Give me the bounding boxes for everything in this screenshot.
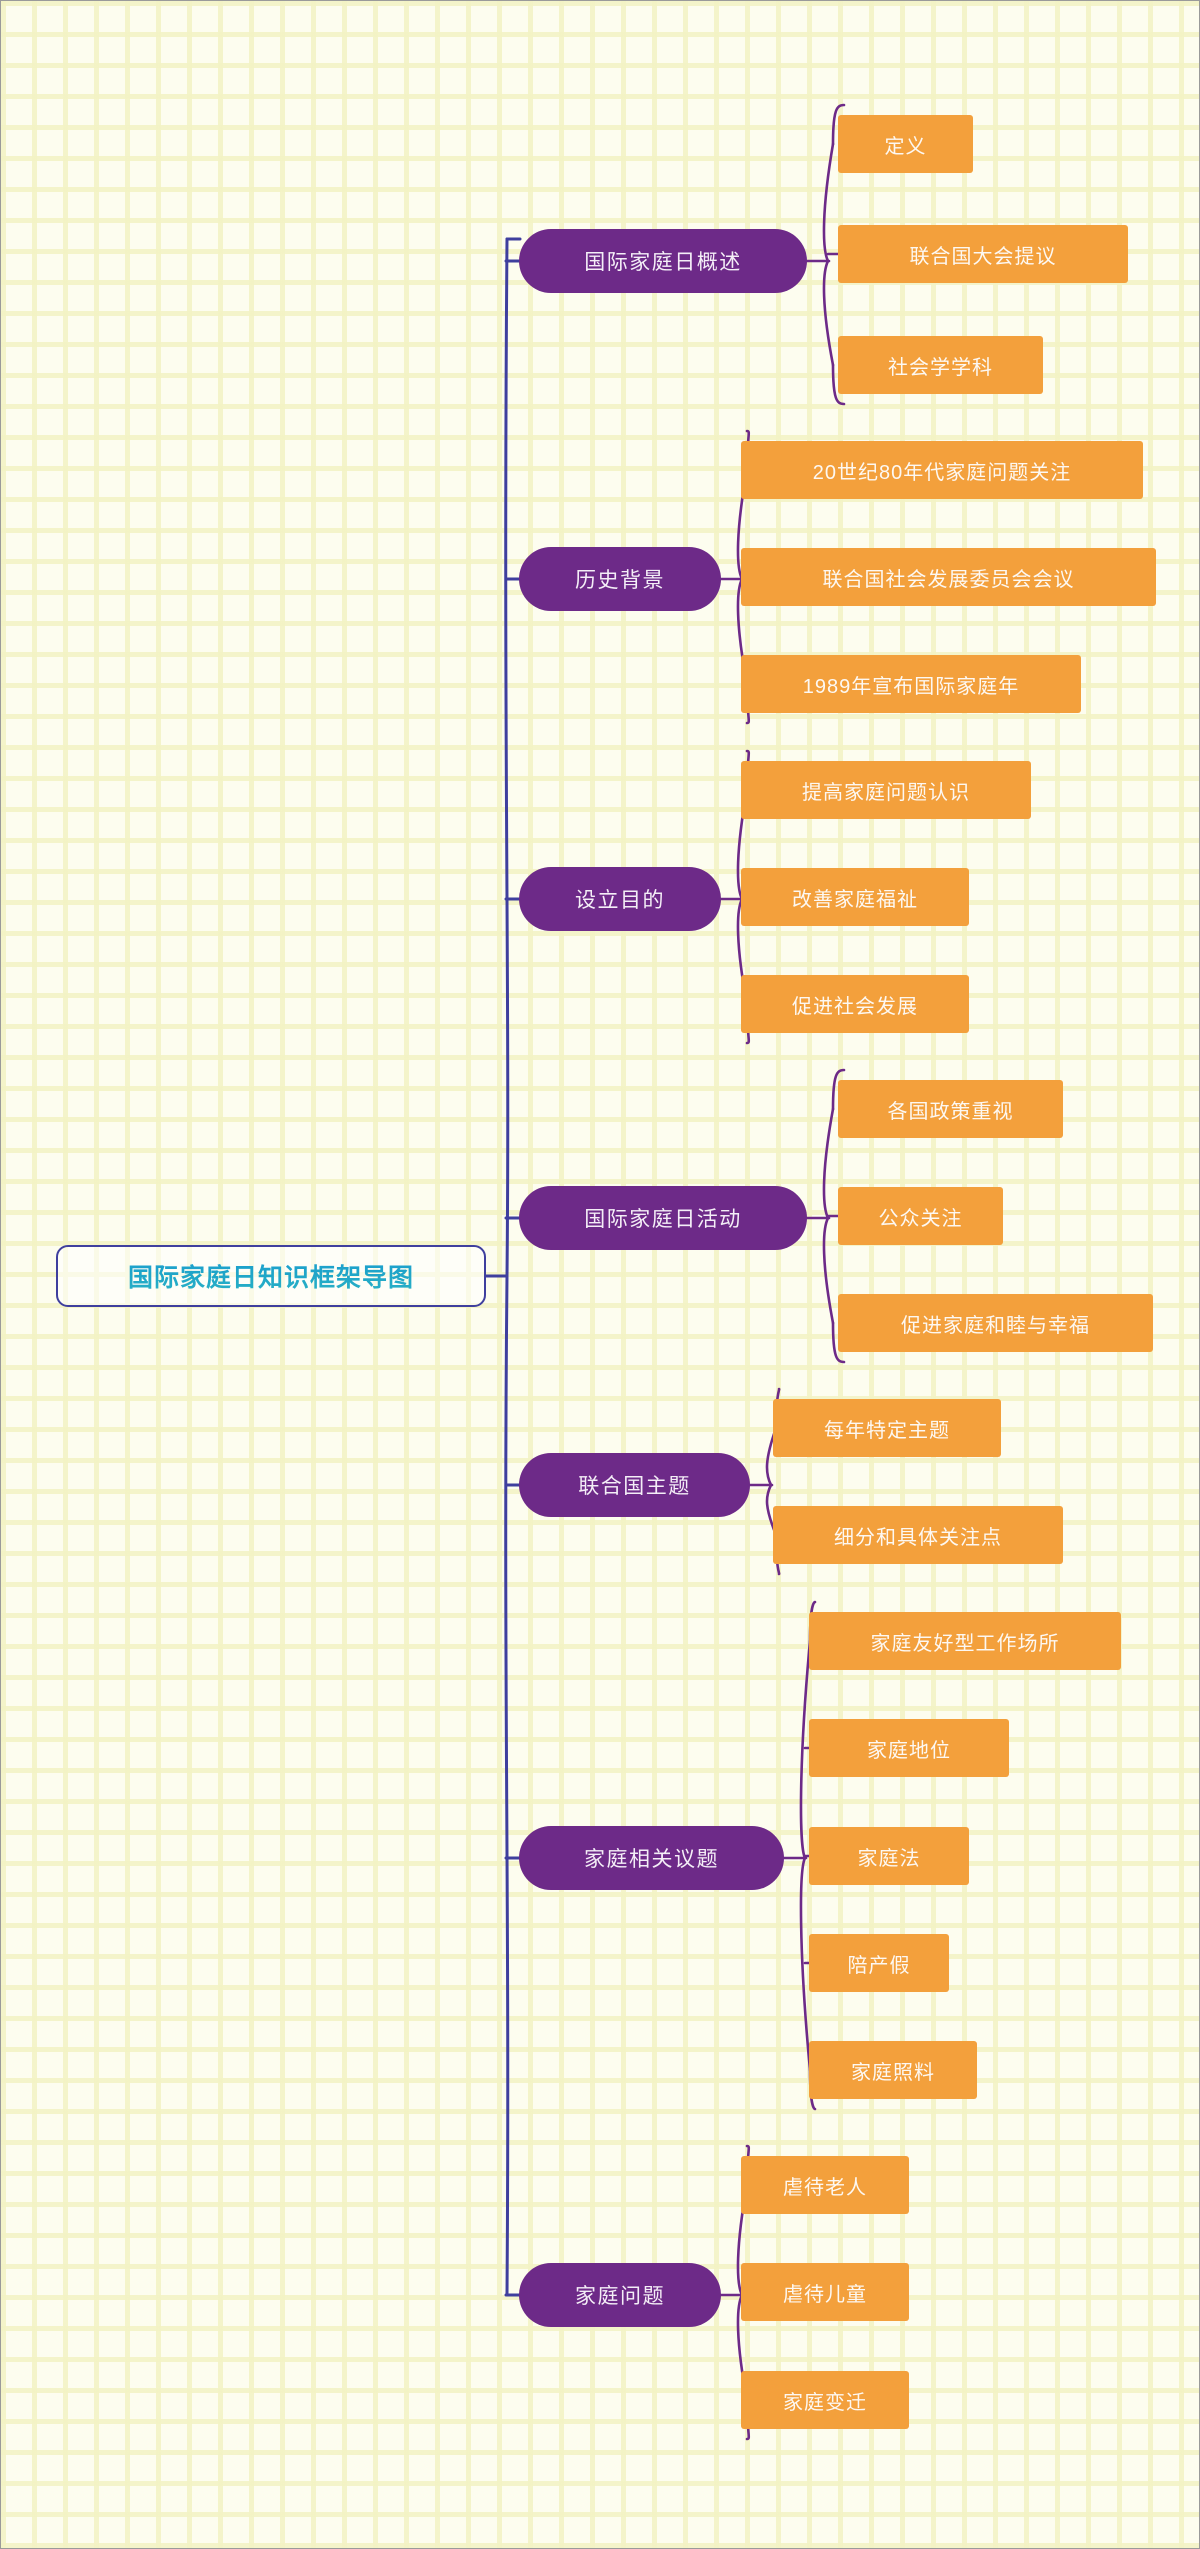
- leaf-label: 联合国大会提议: [909, 245, 1057, 268]
- root-label: 国际家庭日知识框架导图: [128, 1258, 414, 1294]
- leaf-node[interactable]: 联合国社会发展委员会会议: [741, 548, 1156, 606]
- leaf-node[interactable]: 1989年宣布国际家庭年: [741, 655, 1081, 713]
- leaf-node[interactable]: 社会学学科: [838, 336, 1043, 394]
- leaf-node[interactable]: 促进家庭和睦与幸福: [838, 1294, 1153, 1352]
- leaf-label: 提高家庭问题认识: [802, 781, 970, 804]
- branch-label: 家庭相关议题: [584, 1848, 719, 1871]
- branch-node[interactable]: 家庭问题: [519, 2263, 721, 2327]
- branch-label: 国际家庭日活动: [584, 1208, 742, 1231]
- branch-node[interactable]: 家庭相关议题: [519, 1826, 784, 1890]
- branch-node[interactable]: 联合国主题: [519, 1453, 750, 1517]
- leaf-node[interactable]: 各国政策重视: [838, 1080, 1063, 1138]
- leaf-label: 每年特定主题: [824, 1419, 950, 1442]
- leaf-node[interactable]: 陪产假: [809, 1934, 949, 1992]
- branch-label: 联合国主题: [578, 1475, 691, 1498]
- leaf-label: 家庭法: [857, 1847, 921, 1870]
- leaf-label: 1989年宣布国际家庭年: [802, 675, 1020, 698]
- branch-node[interactable]: 国际家庭日概述: [519, 229, 807, 293]
- branch-node[interactable]: 国际家庭日活动: [519, 1186, 807, 1250]
- leaf-node[interactable]: 虐待老人: [741, 2156, 909, 2214]
- leaf-label: 家庭变迁: [783, 2391, 867, 2414]
- branch-label: 家庭问题: [575, 2285, 665, 2308]
- leaf-label: 虐待老人: [783, 2176, 867, 2199]
- leaf-label: 促进家庭和睦与幸福: [901, 1314, 1090, 1337]
- leaf-node[interactable]: 公众关注: [838, 1187, 1003, 1245]
- leaf-label: 公众关注: [878, 1207, 963, 1230]
- leaf-node[interactable]: 20世纪80年代家庭问题关注: [741, 441, 1143, 499]
- root-node[interactable]: 国际家庭日知识框架导图: [56, 1245, 486, 1307]
- branch-label: 设立目的: [575, 889, 665, 912]
- leaf-node[interactable]: 联合国大会提议: [838, 225, 1128, 283]
- leaf-label: 改善家庭福祉: [792, 888, 918, 911]
- leaf-node[interactable]: 细分和具体关注点: [773, 1506, 1063, 1564]
- leaf-node[interactable]: 促进社会发展: [741, 975, 969, 1033]
- branch-label: 历史背景: [575, 569, 665, 592]
- leaf-label: 家庭照料: [851, 2061, 935, 2084]
- leaf-label: 家庭友好型工作场所: [870, 1632, 1060, 1655]
- leaf-label: 细分和具体关注点: [834, 1526, 1002, 1549]
- leaf-label: 联合国社会发展委员会会议: [822, 568, 1075, 591]
- leaf-label: 社会学学科: [888, 356, 993, 379]
- leaf-label: 定义: [884, 135, 927, 158]
- branch-node[interactable]: 历史背景: [519, 547, 721, 611]
- leaf-node[interactable]: 改善家庭福祉: [741, 868, 969, 926]
- leaf-label: 虐待儿童: [783, 2283, 867, 2306]
- branch-label: 国际家庭日概述: [584, 251, 742, 274]
- leaf-node[interactable]: 家庭友好型工作场所: [809, 1612, 1121, 1670]
- leaf-node[interactable]: 家庭照料: [809, 2041, 977, 2099]
- branch-node[interactable]: 设立目的: [519, 867, 721, 931]
- leaf-node[interactable]: 家庭变迁: [741, 2371, 909, 2429]
- leaf-node[interactable]: 定义: [838, 115, 973, 173]
- leaf-label: 各国政策重视: [887, 1100, 1014, 1123]
- leaf-label: 促进社会发展: [792, 995, 918, 1018]
- leaf-label: 20世纪80年代家庭问题关注: [812, 461, 1072, 484]
- leaf-label: 陪产假: [847, 1954, 911, 1977]
- leaf-node[interactable]: 家庭地位: [809, 1719, 1009, 1777]
- leaf-node[interactable]: 提高家庭问题认识: [741, 761, 1031, 819]
- leaf-node[interactable]: 虐待儿童: [741, 2263, 909, 2321]
- leaf-node[interactable]: 每年特定主题: [773, 1399, 1001, 1457]
- leaf-node[interactable]: 家庭法: [809, 1827, 969, 1885]
- leaf-label: 家庭地位: [867, 1739, 951, 1762]
